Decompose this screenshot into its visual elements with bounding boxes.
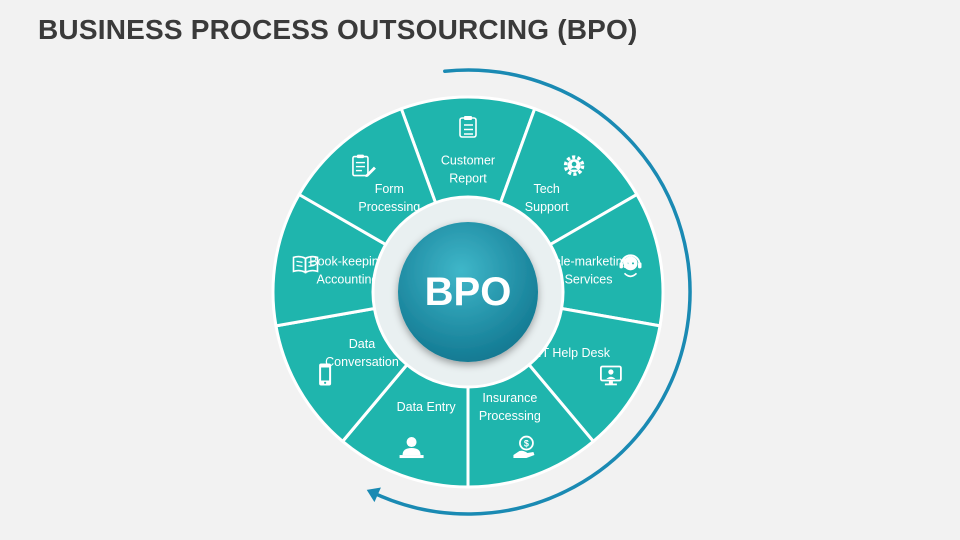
svg-text:$: $	[524, 439, 529, 449]
center-hub	[398, 222, 538, 362]
monitor-user-icon	[599, 365, 622, 386]
slide-title: BUSINESS PROCESS OUTSOURCING (BPO)	[38, 14, 638, 45]
segment-label: IT Help Desk	[538, 346, 611, 360]
gear-user-icon	[563, 155, 585, 176]
cycle-arrow-head	[366, 487, 381, 503]
cycle-arrow	[375, 68, 692, 516]
segment-label: Data Entry	[397, 400, 457, 414]
headset-agent-icon	[619, 254, 642, 278]
hand-money-icon: $	[513, 435, 535, 459]
form-pencil-icon	[352, 154, 376, 178]
open-book-icon	[292, 255, 319, 274]
clipboard-checklist-icon	[459, 116, 477, 138]
user-at-desk-icon	[399, 437, 424, 459]
mobile-phone-icon	[319, 363, 332, 386]
center-label: BPO	[425, 270, 512, 314]
